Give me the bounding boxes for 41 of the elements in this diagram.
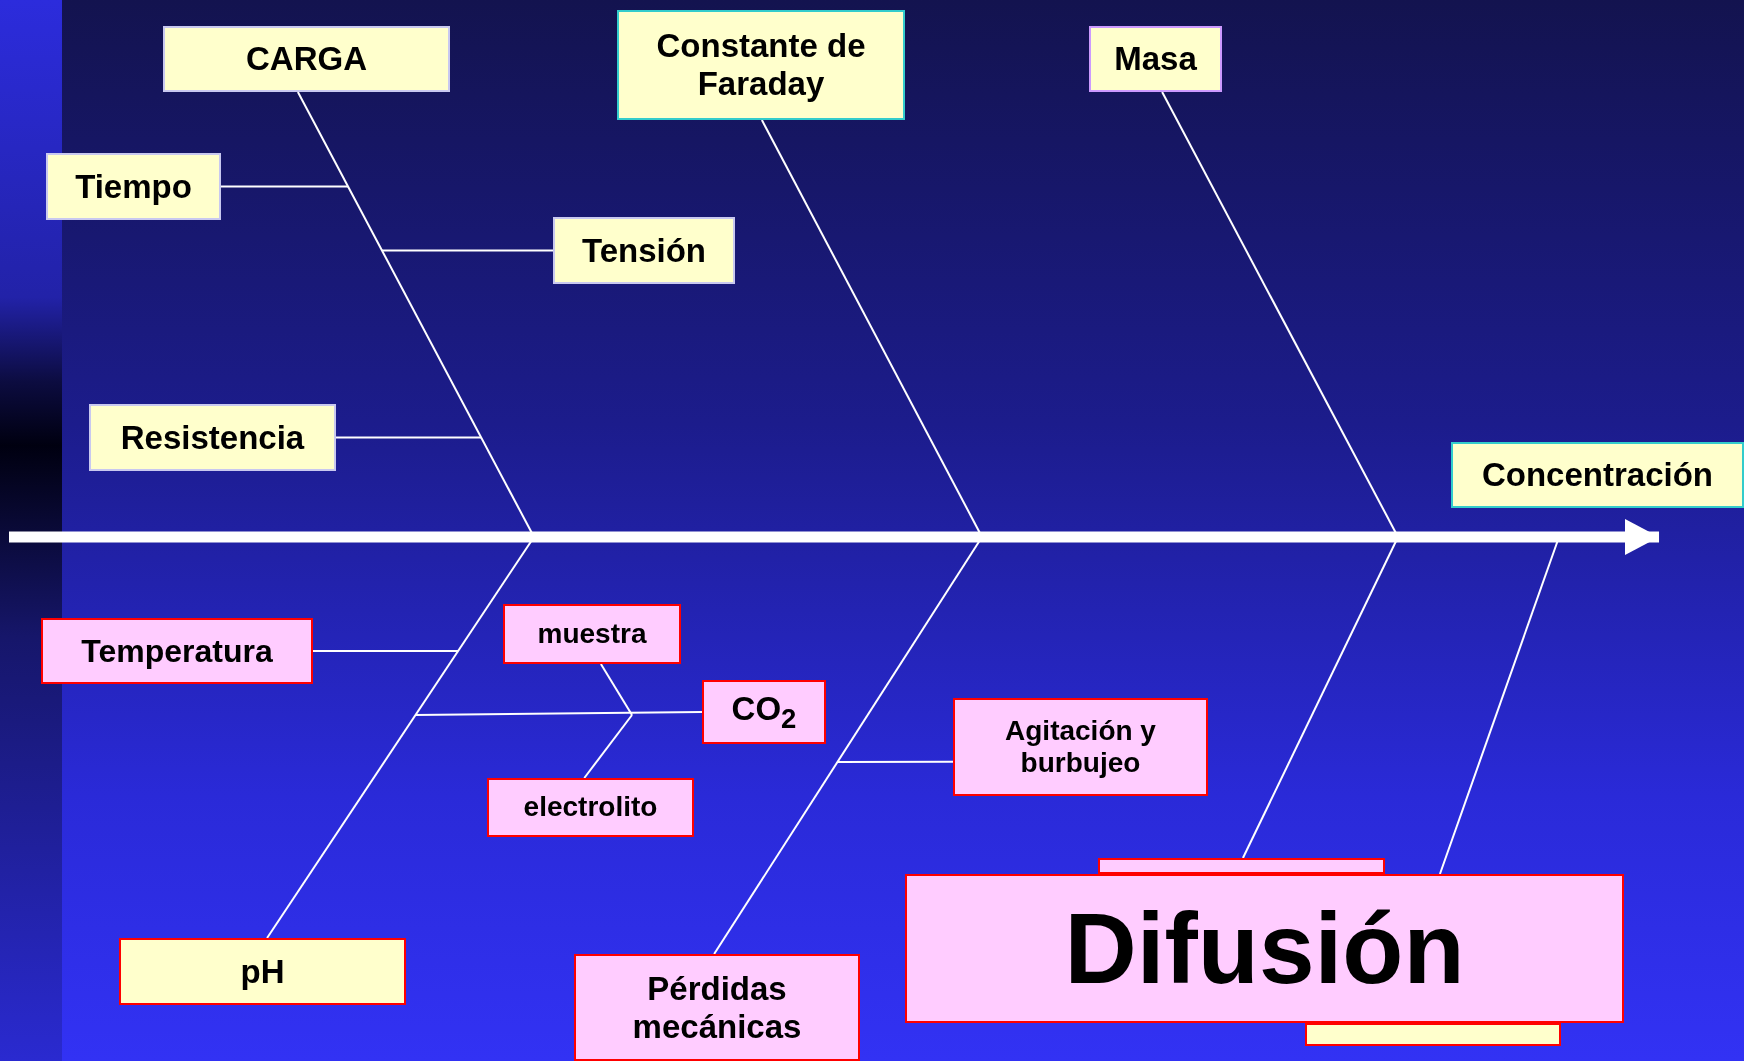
node-label: Agitación y burbujeo: [1004, 714, 1157, 780]
cause-box: [553, 217, 735, 284]
node-label: Temperatura: [80, 632, 274, 670]
cause-box: [89, 404, 336, 471]
bone-line: [583, 714, 633, 779]
bone-line: [381, 249, 554, 252]
node-label: Difusión: [1063, 891, 1466, 1006]
title-box: [905, 874, 1624, 1023]
node-label: Constante de Faraday: [655, 27, 867, 103]
cause-box: [41, 618, 313, 684]
cause-box: [1089, 26, 1222, 92]
effect-box: [1451, 442, 1744, 508]
bone-line: [220, 185, 349, 188]
box: [1098, 858, 1385, 874]
node-label: Concentración: [1480, 456, 1714, 494]
node-label: Masa: [1113, 40, 1198, 78]
node-label: Tensión: [580, 231, 708, 270]
bone-line: [836, 760, 954, 763]
cause-box: [617, 10, 905, 120]
cause-box: [702, 680, 826, 744]
cause-box: [46, 153, 221, 220]
bone-line: [599, 663, 633, 716]
node-label: Pérdidas mecánicas: [631, 969, 803, 1046]
cause-box: [953, 698, 1208, 796]
cause-box: [487, 778, 694, 837]
node-label: pH: [239, 952, 286, 991]
cause-box: [503, 604, 681, 664]
cause-box: [119, 938, 406, 1005]
bone-line: [335, 436, 482, 439]
box: [1305, 1023, 1561, 1046]
node-label: Resistencia: [119, 418, 306, 457]
node-label: muestra: [536, 617, 648, 651]
bone-line: [414, 711, 703, 716]
node-label: CO$_{2}$: [730, 689, 798, 735]
spine-arrow: [9, 519, 1660, 556]
node-label: CARGA: [245, 40, 368, 78]
cause-box: [574, 954, 860, 1061]
node-label: Tiempo: [74, 167, 193, 206]
cause-box: [163, 26, 450, 92]
bone-line: [312, 650, 459, 652]
node-label: electrolito: [522, 791, 659, 824]
